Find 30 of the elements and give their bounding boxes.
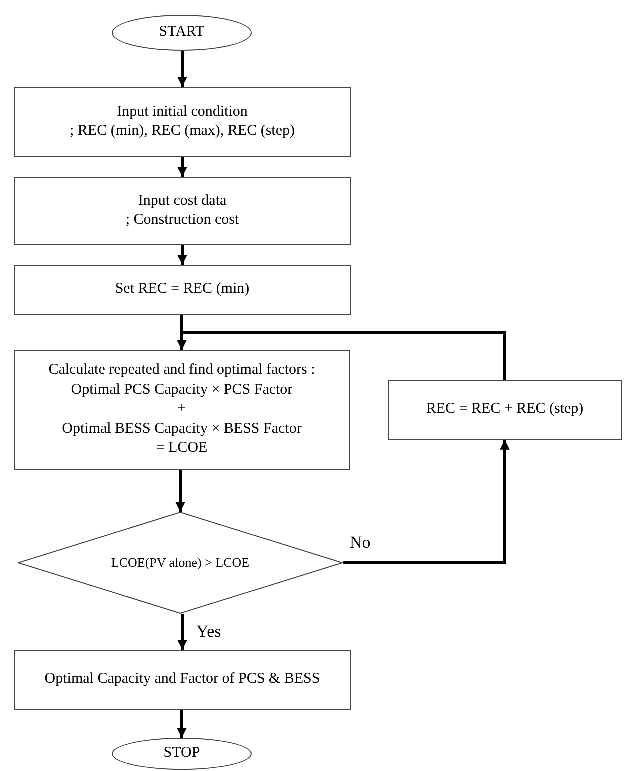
node-text: REC = REC + REC (step)	[426, 400, 584, 420]
process-box	[14, 350, 350, 470]
node-text: Set REC = REC (min)	[115, 280, 250, 300]
process-box	[14, 177, 351, 245]
node-text: STOP	[164, 744, 200, 764]
node-text: = LCOE	[156, 439, 208, 458]
arrow	[178, 614, 188, 650]
node-text: Optimal BESS Capacity × BESS Factor	[62, 420, 302, 439]
node-text: ; REC (min), REC (max), REC (step)	[70, 122, 295, 141]
arrow	[178, 245, 188, 265]
node-text: Input initial condition	[117, 102, 248, 122]
process-box	[388, 380, 622, 440]
process-box	[14, 87, 351, 157]
arrow	[178, 51, 188, 87]
node-text: +	[178, 400, 186, 420]
arrow	[176, 470, 186, 512]
arrow	[177, 710, 187, 738]
node-text: ; Construction cost	[126, 211, 240, 230]
node-text: Optimal Capacity and Factor of PCS & BESS	[44, 670, 320, 690]
arrow	[177, 331, 506, 380]
node-text: Input cost data	[138, 192, 227, 210]
node-text: Optimal PCS Capacity × PCS Factor	[71, 380, 293, 400]
node-text: START	[159, 23, 205, 42]
process-box	[14, 650, 351, 710]
decision-diamond	[18, 512, 343, 614]
node-text: LCOE(PV alone) > LCOE	[111, 554, 250, 572]
process-box	[14, 265, 351, 315]
arrow	[178, 157, 188, 177]
arrow	[343, 440, 510, 564]
node-text: Calculate repeated and find optimal factors :	[48, 361, 316, 380]
